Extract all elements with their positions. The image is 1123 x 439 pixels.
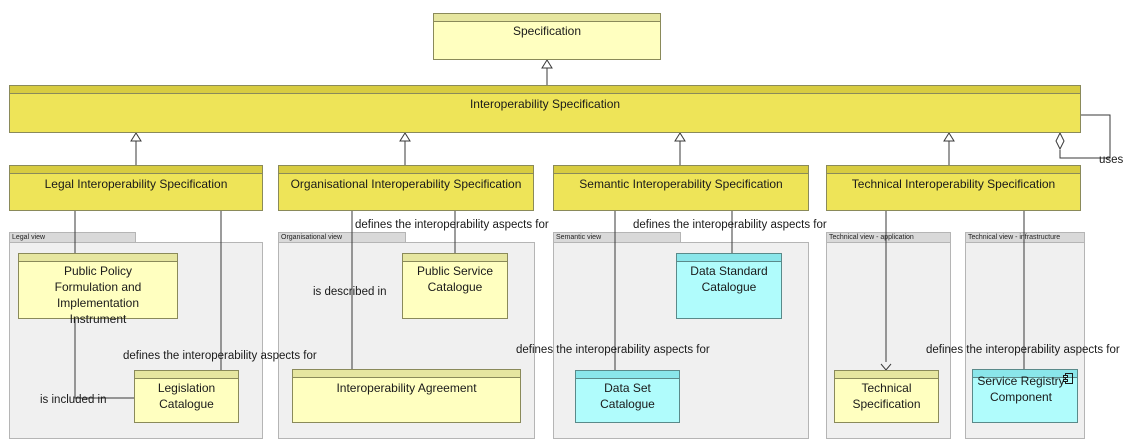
technical-specification-label: Technical Specification	[852, 381, 921, 411]
component-icon	[1063, 373, 1073, 384]
defines-sem-label: defines the interoperability aspects for	[633, 219, 827, 231]
technical-specification-box[interactable]: Technical Specification	[834, 370, 939, 423]
semantic-view-tab: Semantic view	[553, 232, 681, 243]
service-registry-component-box[interactable]: Service Registry Component	[972, 369, 1078, 423]
tech-app-view-tab: Technical view - application	[826, 232, 951, 243]
data-set-catalogue-box[interactable]: Data Set Catalogue	[575, 370, 680, 423]
service-registry-component-label: Service Registry Component	[977, 374, 1065, 404]
semantic-spec-box[interactable]: Semantic Interoperability Specification	[553, 165, 809, 211]
specification-box[interactable]: Specification	[433, 13, 661, 60]
public-policy-box[interactable]: Public Policy Formulation and Implementa…	[18, 253, 178, 326]
defines-tech-label: defines the interoperability aspects for	[926, 344, 1120, 356]
data-standard-catalogue-label: Data Standard Catalogue	[690, 264, 768, 294]
org-spec-box[interactable]: Organisational Interoperability Specific…	[278, 165, 534, 211]
uses-label: uses	[1099, 154, 1123, 166]
interoperability-specification-label: Interoperability Specification	[469, 97, 621, 111]
legal-view-tab: Legal view	[9, 232, 136, 243]
public-policy-label: Public Policy Formulation and Implementa…	[54, 264, 142, 326]
interoperability-specification-box[interactable]: Interoperability Specification	[9, 85, 1081, 133]
legislation-catalogue-box[interactable]: Legislation Catalogue	[134, 370, 239, 423]
legal-spec-label: Legal Interoperability Specification	[44, 177, 228, 191]
interoperability-agreement-box[interactable]: Interoperability Agreement	[292, 369, 521, 423]
data-standard-catalogue-box[interactable]: Data Standard Catalogue	[676, 253, 782, 319]
specification-label: Specification	[512, 24, 582, 38]
technical-spec-label: Technical Interoperability Specification	[851, 177, 1056, 191]
is-described-in-label: is described in	[313, 286, 387, 298]
technical-spec-box[interactable]: Technical Interoperability Specification	[826, 165, 1081, 211]
org-view-tab: Organisational view	[278, 232, 406, 243]
interoperability-agreement-label: Interoperability Agreement	[336, 381, 477, 395]
semantic-spec-label: Semantic Interoperability Specification	[579, 177, 783, 191]
org-spec-label: Organisational Interoperability Specific…	[290, 177, 522, 191]
tech-infra-view-tab: Technical view - infrastructure	[965, 232, 1085, 243]
defines-dataset-label: defines the interoperability aspects for	[516, 344, 710, 356]
is-included-in-label: is included in	[40, 394, 107, 406]
legal-spec-box[interactable]: Legal Interoperability Specification	[9, 165, 263, 211]
defines-legal-label: defines the interoperability aspects for	[123, 350, 317, 362]
public-service-catalogue-label: Public Service Catalogue	[416, 264, 494, 294]
data-set-catalogue-label: Data Set Catalogue	[600, 381, 655, 411]
legislation-catalogue-label: Legislation Catalogue	[157, 381, 216, 411]
public-service-catalogue-box[interactable]: Public Service Catalogue	[402, 253, 508, 319]
defines-org-label: defines the interoperability aspects for	[355, 219, 549, 231]
